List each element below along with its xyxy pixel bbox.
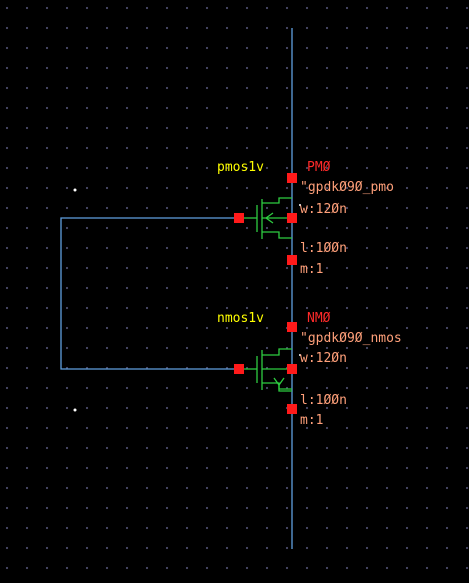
nmos-symbol[interactable] bbox=[243, 348, 292, 392]
pmos-gate-pin[interactable] bbox=[234, 213, 244, 223]
origin-marker bbox=[73, 188, 77, 192]
nmos-source-pin[interactable] bbox=[287, 404, 297, 414]
nmos-instance-label: NMØ bbox=[307, 311, 331, 326]
pmos-bulk-pin[interactable] bbox=[287, 213, 297, 223]
nmos-drain-pin[interactable] bbox=[287, 322, 297, 332]
pmos-cell-label: pmos1v bbox=[217, 160, 264, 175]
origin-marker bbox=[299, 204, 301, 206]
pmos-source-pin[interactable] bbox=[287, 173, 297, 183]
pmos-length-label: l:1ØØn bbox=[300, 241, 347, 256]
pmos-model-label: "gpdkØ9Ø_pmo bbox=[300, 180, 394, 195]
nmos-gate-pin[interactable] bbox=[234, 364, 244, 374]
nmos-bulk-pin[interactable] bbox=[287, 364, 297, 374]
input-gate-wire[interactable] bbox=[60, 217, 239, 370]
nmos-width-label: w:12Øn bbox=[300, 351, 347, 366]
pmos-drain-pin[interactable] bbox=[287, 255, 297, 265]
origin-marker bbox=[73, 408, 77, 412]
nmos-length-label: l:1ØØn bbox=[300, 393, 347, 408]
pmos-width-label: w:12Øn bbox=[300, 202, 347, 217]
pmos-mult-label: m:1 bbox=[300, 262, 323, 277]
nmos-model-label: "gpdkØ9Ø_nmos bbox=[300, 331, 402, 346]
origin-marker bbox=[299, 354, 301, 356]
nmos-mult-label: m:1 bbox=[300, 413, 323, 428]
pmos-symbol[interactable] bbox=[243, 197, 292, 239]
nmos-cell-label: nmos1v bbox=[217, 311, 264, 326]
pmos-instance-label: PMØ bbox=[307, 160, 331, 175]
